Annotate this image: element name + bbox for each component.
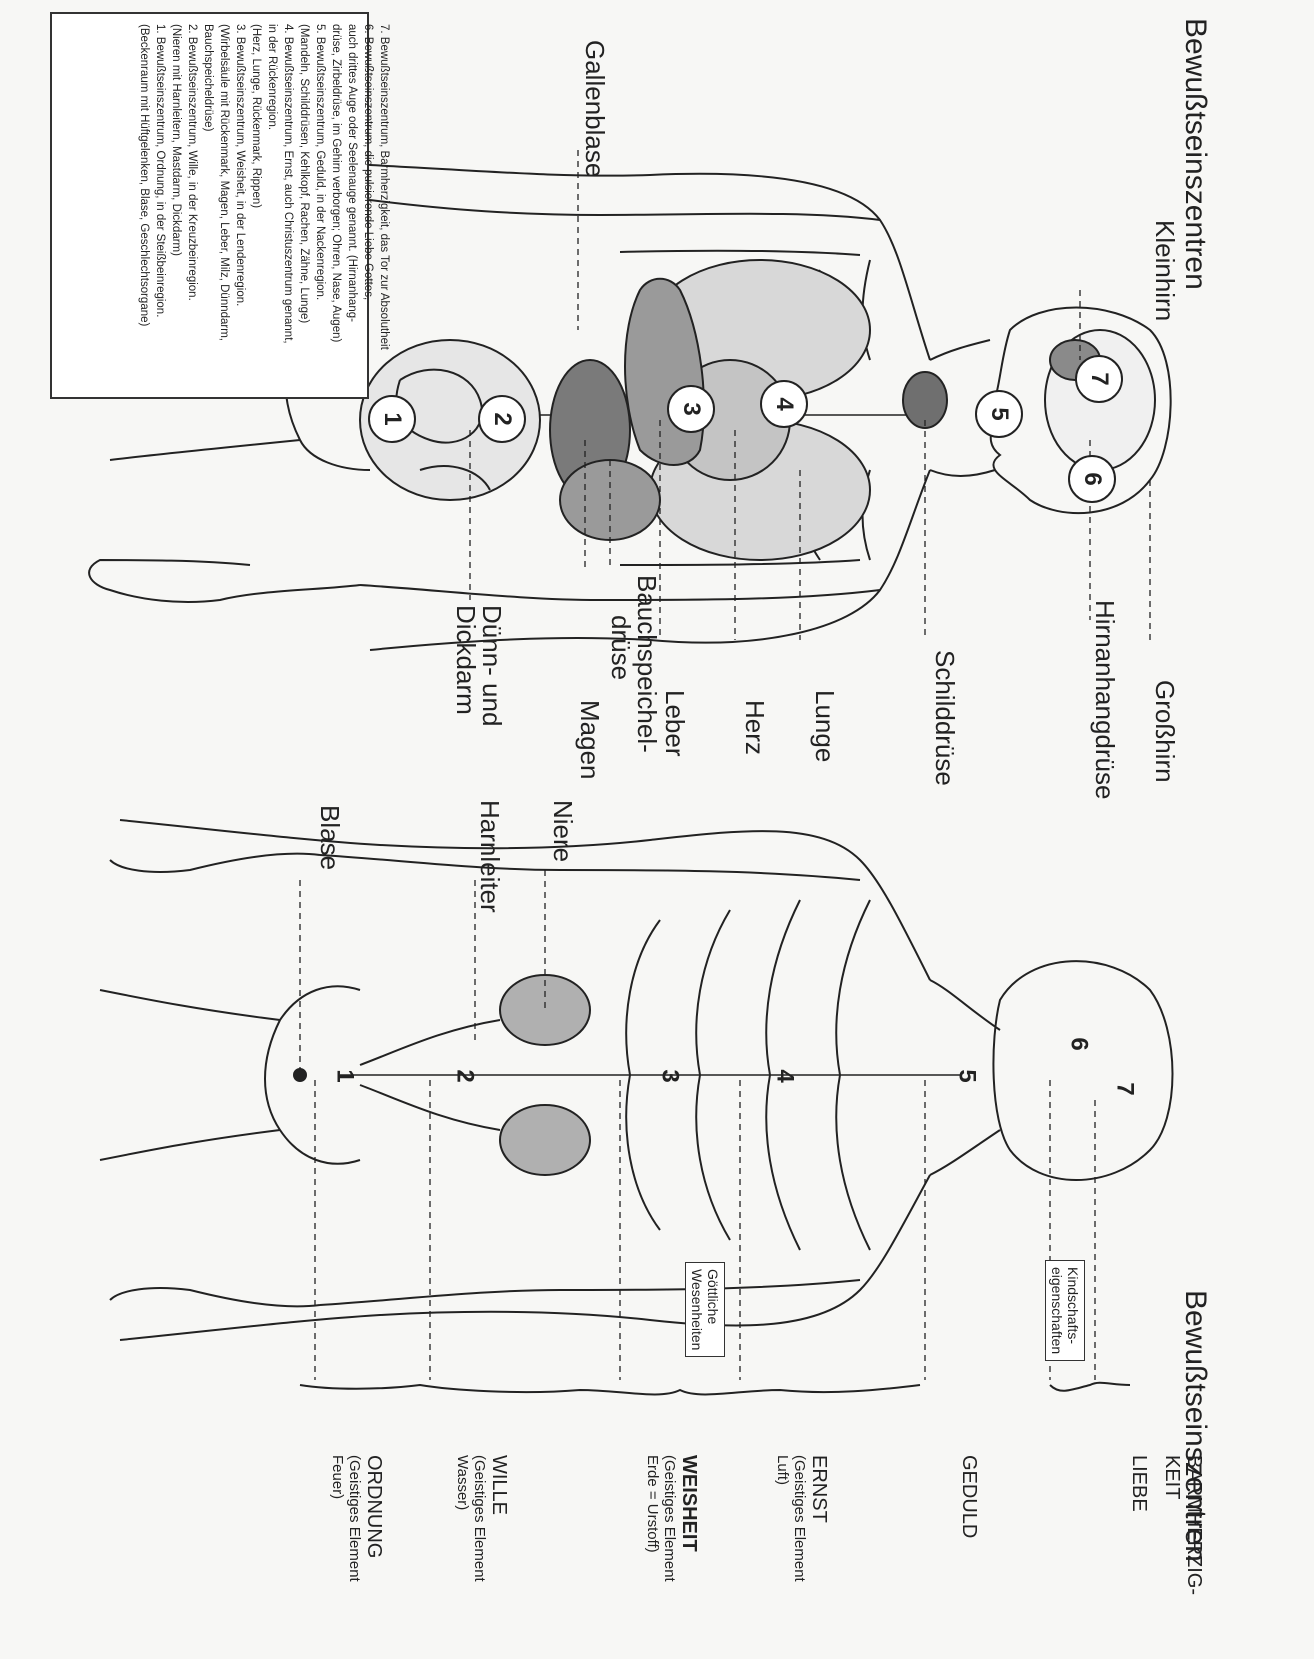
bottom-lower-outline <box>120 1175 930 1340</box>
brace-kindschaft <box>1050 1383 1130 1391</box>
marker-1-bottom: 1 <box>331 1069 359 1082</box>
legend-list: 7. Bewußtseinszentrum, Barmherzigkeit, d… <box>136 24 392 394</box>
trait-wille: WILLE (Geistiges Element Wasser) <box>454 1455 510 1582</box>
brace-goettlich <box>300 1385 920 1394</box>
bottom-upper-outline <box>120 820 930 980</box>
trait-ordnung-title: ORDNUNG <box>363 1455 385 1582</box>
label-schilddruese: Schilddrüse <box>929 650 960 786</box>
trait-barmherzigkeit: BARMHERZIG- KEIT <box>1161 1455 1205 1595</box>
marker-5-top: 5 <box>975 390 1023 438</box>
label-gallenblase: Gallenblase <box>579 40 610 177</box>
trait-wille-sub1: (Geistiges Element <box>471 1455 488 1582</box>
legend-line: 5. Bewußtseinszentrum, Geduld, in der Na… <box>312 24 328 394</box>
label-bauchspeichel-line1: Bauchspeichel- <box>634 575 660 753</box>
legend-line: 4. Bewußtseinszentrum, Ernst, auch Chris… <box>280 24 296 394</box>
label-grosshirn: Großhirn <box>1149 680 1180 783</box>
label-magen: Magen <box>574 700 605 780</box>
label-bauchspeicheldruese: Bauchspeichel- drüse <box>608 575 660 753</box>
marker-3-bottom: 3 <box>656 1069 684 1082</box>
legend-line: Bauchspeicheldrüse) <box>200 24 216 394</box>
legend-line: (Herz, Lunge, Rückenmark, Rippen) <box>248 24 264 394</box>
marker-5-bottom: 5 <box>953 1069 981 1082</box>
legend-line: 3. Bewußtseinszentrum, Weisheit, in der … <box>232 24 248 394</box>
label-kleinhirn: Kleinhirn <box>1149 220 1180 321</box>
box-goettlich-line1: Göttliche <box>705 1269 721 1350</box>
label-duenn-line2: Dickdarm <box>453 605 479 726</box>
box-goettliche-wesenheiten: Göttliche Wesenheiten <box>685 1262 725 1357</box>
legend-line: 6. Bewußtseinszentrum, die pulsierende L… <box>360 24 376 394</box>
marker-6-top: 6 <box>1068 455 1116 503</box>
trait-ernst-sub1: (Geistiges Element <box>791 1455 808 1582</box>
right-kidney <box>500 1105 590 1175</box>
box-kindschaft-line1: Kindschafts- <box>1065 1267 1081 1354</box>
label-niere: Niere <box>547 800 578 862</box>
marker-2-bottom: 2 <box>451 1069 479 1082</box>
thyroid <box>903 372 947 428</box>
marker-4-top: 4 <box>760 380 808 428</box>
legend-line: (Beckenraum mit Hüftgelenken, Blase, Ges… <box>136 24 152 394</box>
legend-line: 1. Bewußtseinszentrum, Ordnung, in der S… <box>152 24 168 394</box>
bottom-head-outline <box>993 961 1172 1180</box>
label-leber: Leber <box>659 690 690 757</box>
box-goettlich-line2: Wesenheiten <box>689 1269 705 1350</box>
label-bauchspeichel-line2: drüse <box>608 575 634 753</box>
legend-line: (Nieren mit Harnleitern, Mastdarm, Dickd… <box>168 24 184 394</box>
legend-box: 7. Bewußtseinszentrum, Barmherzigkeit, d… <box>50 12 369 399</box>
label-harnleiter: Harnleiter <box>474 800 505 913</box>
trait-ordnung-sub1: (Geistiges Element <box>346 1455 363 1582</box>
marker-7-bottom: 7 <box>1111 1082 1139 1095</box>
trait-geduld: GEDULD <box>958 1455 980 1538</box>
trait-ordnung-sub2: Feuer) <box>329 1455 346 1582</box>
marker-1-top: 1 <box>368 395 416 443</box>
box-kindschaft-line2: eigenschaften <box>1049 1267 1065 1354</box>
legend-line: auch drittes Auge oder Seelenauge genann… <box>344 24 360 394</box>
label-hirnanhangdruese: Hirnanhangdrüse <box>1089 600 1120 799</box>
trait-ernst-sub2: Luft) <box>774 1455 791 1582</box>
marker-2-top: 2 <box>478 395 526 443</box>
legend-line: 7. Bewußtseinszentrum, Barmherzigkeit, d… <box>376 24 392 394</box>
trait-weisheit-title: WEISHEIT <box>678 1455 700 1582</box>
trait-ordnung: ORDNUNG (Geistiges Element Feuer) <box>329 1455 385 1582</box>
marker-3-top: 3 <box>667 385 715 433</box>
trait-weisheit-sub1: (Geistiges Element <box>661 1455 678 1582</box>
trait-weisheit: WEISHEIT (Geistiges Element Erde = Ursto… <box>644 1455 700 1582</box>
trait-ernst: ERNST (Geistiges Element Luft) <box>774 1455 830 1582</box>
legend-line: 2. Bewußtseinszentrum, Wille, in der Kre… <box>184 24 200 394</box>
legend-line: (Wirbelsäule mit Rückenmark, Magen, Lebe… <box>216 24 232 394</box>
trait-wille-title: WILLE <box>488 1455 510 1582</box>
legend-line: (Mandeln, Schilddrüsen, Kehlkopf, Rachen… <box>296 24 312 394</box>
title-top: Bewußtseinszentren <box>1178 18 1212 290</box>
trait-barmherzigkeit-line2: KEIT <box>1161 1455 1183 1595</box>
marker-7-top: 7 <box>1075 355 1123 403</box>
trait-ernst-title: ERNST <box>808 1455 830 1582</box>
legend-line: drüse, Zirbeldrüse, im Gehirn verborgen;… <box>328 24 344 394</box>
label-duenn-line1: Dünn- und <box>479 605 505 726</box>
legend-line: in der Rückenregion. <box>264 24 280 394</box>
label-lunge: Lunge <box>809 690 840 762</box>
trait-weisheit-sub2: Erde = Urstoff) <box>644 1455 661 1582</box>
marker-6-bottom: 6 <box>1065 1037 1093 1050</box>
trait-barmherzigkeit-line1: BARMHERZIG- <box>1183 1455 1205 1595</box>
trait-liebe: LIEBE <box>1128 1455 1150 1512</box>
box-kindschaftseigenschaften: Kindschafts- eigenschaften <box>1045 1260 1085 1361</box>
label-duenn-dickdarm: Dünn- und Dickdarm <box>453 605 505 726</box>
trait-wille-sub2: Wasser) <box>454 1455 471 1582</box>
marker-4-bottom: 4 <box>771 1069 799 1082</box>
label-herz: Herz <box>739 700 770 755</box>
label-blase: Blase <box>314 805 345 870</box>
